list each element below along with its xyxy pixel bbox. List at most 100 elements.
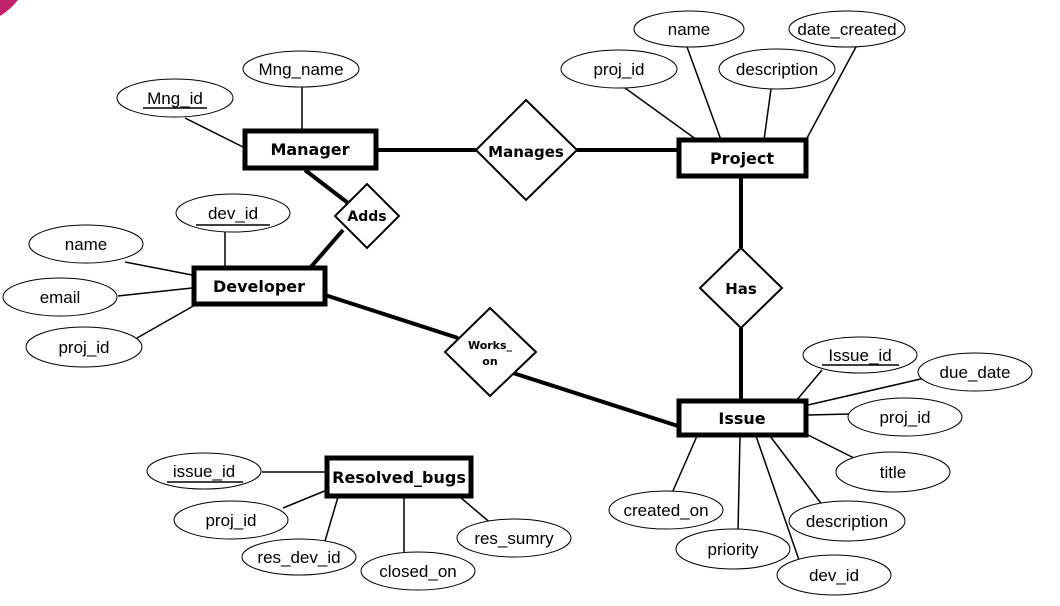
line-issue-issueid <box>795 369 823 402</box>
entity-project[interactable]: Project <box>676 137 809 179</box>
attribute-label-issue-dev-id: dev_id <box>809 566 859 585</box>
entity-label-resolved-bugs: Resolved_bugs <box>332 468 466 487</box>
attribute-res-sumry[interactable]: res_sumry <box>456 518 572 558</box>
line-adds-developer <box>308 228 345 270</box>
entity-box <box>324 455 474 499</box>
attribute-label-due-date: due_date <box>940 363 1011 382</box>
entity-issue[interactable]: Issue <box>676 398 809 438</box>
attribute-label-project-name: name <box>668 20 711 39</box>
attribute-issue-proj-id[interactable]: proj_id <box>847 397 963 437</box>
attribute-project-name[interactable]: name <box>633 10 745 48</box>
line-resolved-resdevid <box>324 496 339 542</box>
attribute-ellipse <box>802 336 918 374</box>
attribute-ellipse <box>560 49 678 89</box>
attribute-res-dev-id[interactable]: res_dev_id <box>241 538 357 576</box>
relationship-has[interactable]: Has <box>698 246 784 330</box>
attribute-issue-dev-id[interactable]: dev_id <box>776 554 892 596</box>
line-issue-createdon <box>671 435 698 494</box>
attribute-ellipse <box>776 554 892 596</box>
attribute-ellipse <box>847 397 963 437</box>
relationship-works-on[interactable]: Works_ on <box>443 306 538 398</box>
attribute-closed-on[interactable]: closed_on <box>360 551 476 591</box>
attribute-ellipse <box>633 10 745 48</box>
attribute-ellipse <box>25 326 143 368</box>
line-issue-description <box>769 435 824 507</box>
attribute-ellipse <box>175 193 291 233</box>
attribute-title[interactable]: title <box>835 451 951 493</box>
attribute-created-on[interactable]: created_on <box>608 490 724 530</box>
line-manager-adds <box>303 168 350 205</box>
attribute-label-project-description: description <box>736 60 818 79</box>
attribute-label-project-proj-id: proj_id <box>593 60 644 79</box>
relationship-manages[interactable]: Manages <box>474 98 579 202</box>
attribute-label-title: title <box>880 463 906 482</box>
entity-resolved-bugs[interactable]: Resolved_bugs <box>324 455 474 499</box>
attribute-ellipse <box>835 451 951 493</box>
relationship-adds[interactable]: Adds <box>333 182 401 250</box>
entity-box <box>676 398 809 438</box>
relationship-label-works-on-line2: on <box>482 355 497 368</box>
attribute-mng-name[interactable]: Mng_name <box>242 50 360 88</box>
entity-label-manager: Manager <box>270 140 349 159</box>
attribute-developer-name[interactable]: name <box>28 224 144 264</box>
line-issue-duedate <box>807 377 926 406</box>
attribute-ellipse <box>917 352 1033 392</box>
entity-label-issue: Issue <box>718 409 765 428</box>
line-workson-issue <box>512 371 679 428</box>
entity-label-developer: Developer <box>213 277 305 296</box>
attribute-priority[interactable]: priority <box>675 528 791 570</box>
attribute-project-description[interactable]: description <box>718 48 836 90</box>
attribute-project-proj-id[interactable]: proj_id <box>560 49 678 89</box>
attribute-label-issue-proj-id: proj_id <box>879 408 930 427</box>
attribute-dev-id[interactable]: dev_id <box>175 193 291 233</box>
attribute-ellipse <box>360 551 476 591</box>
line-project-datecreated <box>805 44 858 141</box>
connectors <box>117 44 926 561</box>
attribute-label-priority: priority <box>707 540 759 559</box>
line-resolved-projid <box>282 489 328 509</box>
line-issue-priority <box>737 435 741 533</box>
attribute-resolved-proj-id[interactable]: proj_id <box>173 500 289 540</box>
line-developer-workson <box>324 293 459 340</box>
attribute-ellipse <box>242 50 360 88</box>
attribute-ellipse <box>675 528 791 570</box>
attribute-ellipse <box>173 500 289 540</box>
attribute-label-developer-name: name <box>65 235 108 254</box>
attribute-date-created[interactable]: date_created <box>788 10 906 48</box>
line-project-description <box>763 88 772 141</box>
attribute-label-mng-name: Mng_name <box>258 60 343 79</box>
attribute-mng-id[interactable]: Mng_id <box>116 78 234 118</box>
line-project-projid <box>624 87 698 141</box>
attribute-ellipse <box>28 224 144 264</box>
attribute-resolved-issue-id[interactable]: issue_id <box>146 452 262 490</box>
attribute-label-date-created: date_created <box>797 20 896 39</box>
attribute-developer-proj-id[interactable]: proj_id <box>25 326 143 368</box>
attribute-ellipse <box>456 518 572 558</box>
attribute-issue-description[interactable]: description <box>788 500 906 542</box>
line-developer-projid <box>136 304 196 339</box>
line-developer-name <box>124 261 193 276</box>
relationship-label-manages: Manages <box>488 143 564 161</box>
attribute-ellipse <box>241 538 357 576</box>
relationship-label-works-on-line1: Works_ <box>468 339 513 352</box>
attribute-label-res-sumry: res_sumry <box>474 529 554 548</box>
diamond-shape <box>698 246 784 330</box>
attribute-due-date[interactable]: due_date <box>917 352 1033 392</box>
attribute-ellipse <box>608 490 724 530</box>
line-issue-projid <box>807 413 851 416</box>
line-resolved-ressumry <box>459 496 494 526</box>
attribute-email[interactable]: email <box>2 277 118 317</box>
entity-developer[interactable]: Developer <box>191 265 328 307</box>
line-issue-devid <box>755 435 800 561</box>
attribute-label-res-dev-id: res_dev_id <box>257 548 340 567</box>
attribute-issue-id[interactable]: Issue_id <box>802 336 918 374</box>
entity-box <box>191 265 328 307</box>
relationship-label-has: Has <box>725 280 757 298</box>
attribute-ellipse <box>788 10 906 48</box>
attribute-label-issue-id: Issue_id <box>828 346 891 365</box>
entity-box <box>242 128 379 171</box>
attribute-label-closed-on: closed_on <box>379 562 457 581</box>
entity-manager[interactable]: Manager <box>242 128 379 171</box>
line-manager-mngid <box>184 117 246 149</box>
